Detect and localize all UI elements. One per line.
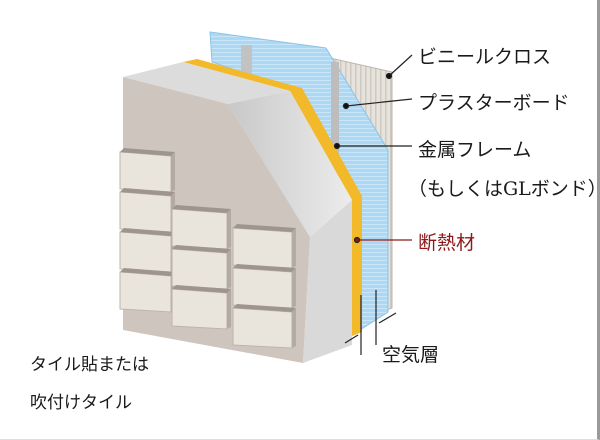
tile-brick (171, 285, 231, 330)
tile-brick (232, 224, 296, 269)
tile-brick (119, 228, 175, 273)
label-plaster-board: プラスターボード (418, 92, 570, 114)
tile-brick (119, 148, 175, 193)
concrete-side-face (303, 200, 352, 363)
label-insulation: 断熱材 (418, 232, 476, 254)
leader-line (388, 54, 413, 77)
metal-frame-stud (241, 45, 252, 75)
metal-frame-stud (331, 62, 339, 212)
concrete-diagonal-face (228, 91, 352, 237)
label-metal-frame: 金属フレーム (418, 139, 532, 161)
label-metal-frame-alt: （もしくはGLボンド） (408, 178, 600, 200)
leader-dot (342, 102, 350, 110)
arrow (344, 334, 359, 344)
tile-brick (171, 205, 231, 250)
arrow (378, 312, 397, 324)
label-vinyl-cloth: ビニールクロス (418, 46, 552, 68)
tile-brick (232, 264, 296, 309)
tile-brick (171, 245, 231, 290)
tile-brick (119, 268, 175, 313)
leader-dot (385, 72, 393, 80)
tile-brick (119, 188, 175, 233)
leader-line (345, 98, 413, 107)
insulation-layer (183, 59, 362, 336)
leader-dot (333, 142, 341, 150)
label-air-layer: 空気層 (382, 344, 440, 366)
label-tile-line1: タイル貼または (30, 355, 149, 375)
concrete-top-face (123, 62, 290, 104)
leader-dot (353, 236, 361, 244)
label-tile-line2: 吹付けタイル (30, 393, 132, 413)
tile-bricks (119, 148, 296, 349)
tile-brick (232, 304, 296, 349)
